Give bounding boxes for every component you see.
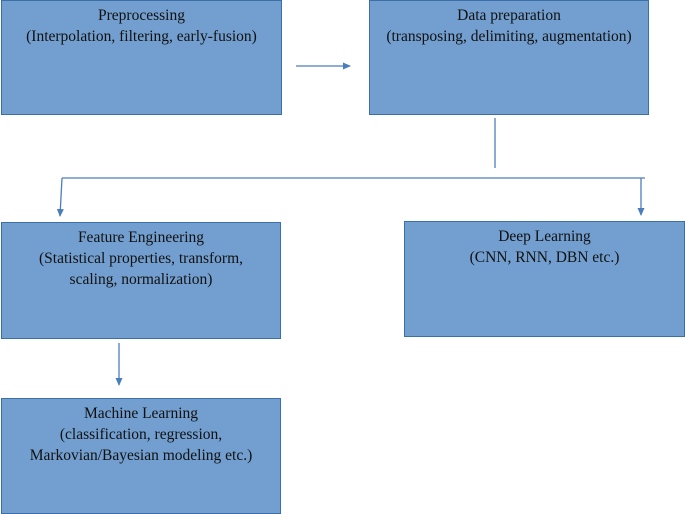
machine-learning-detail-line2: Markovian/Bayesian modeling etc.) [29,447,253,464]
deep-learning-title: Deep Learning [498,228,591,245]
arrow-to-feature-engineering [56,177,64,217]
preprocessing-box: Preprocessing (Interpolation, filtering,… [1,0,282,115]
data-preparation-title: Data preparation [457,7,561,24]
preprocessing-title: Preprocessing [98,7,185,24]
feature-engineering-box: Feature Engineering (Statistical propert… [1,222,281,339]
data-preparation-box: Data preparation (transposing, delimitin… [369,0,649,115]
deep-learning-detail: (CNN, RNN, DBN etc.) [469,249,620,266]
feature-engineering-detail-line1: (Statistical properties, transform, [38,250,244,267]
machine-learning-box: Machine Learning (classification, regres… [1,398,281,514]
machine-learning-detail-line1: (classification, regression, [59,426,223,443]
machine-learning-title: Machine Learning [83,405,199,422]
data-preparation-detail: (transposing, delimiting, augmentation) [386,28,632,45]
feature-engineering-title: Feature Engineering [77,229,205,246]
preprocessing-detail: (Interpolation, filtering, early-fusion) [26,28,257,45]
feature-engineering-detail-line2: scaling, normalization) [69,271,213,288]
deep-learning-box: Deep Learning (CNN, RNN, DBN etc.) [404,221,685,337]
